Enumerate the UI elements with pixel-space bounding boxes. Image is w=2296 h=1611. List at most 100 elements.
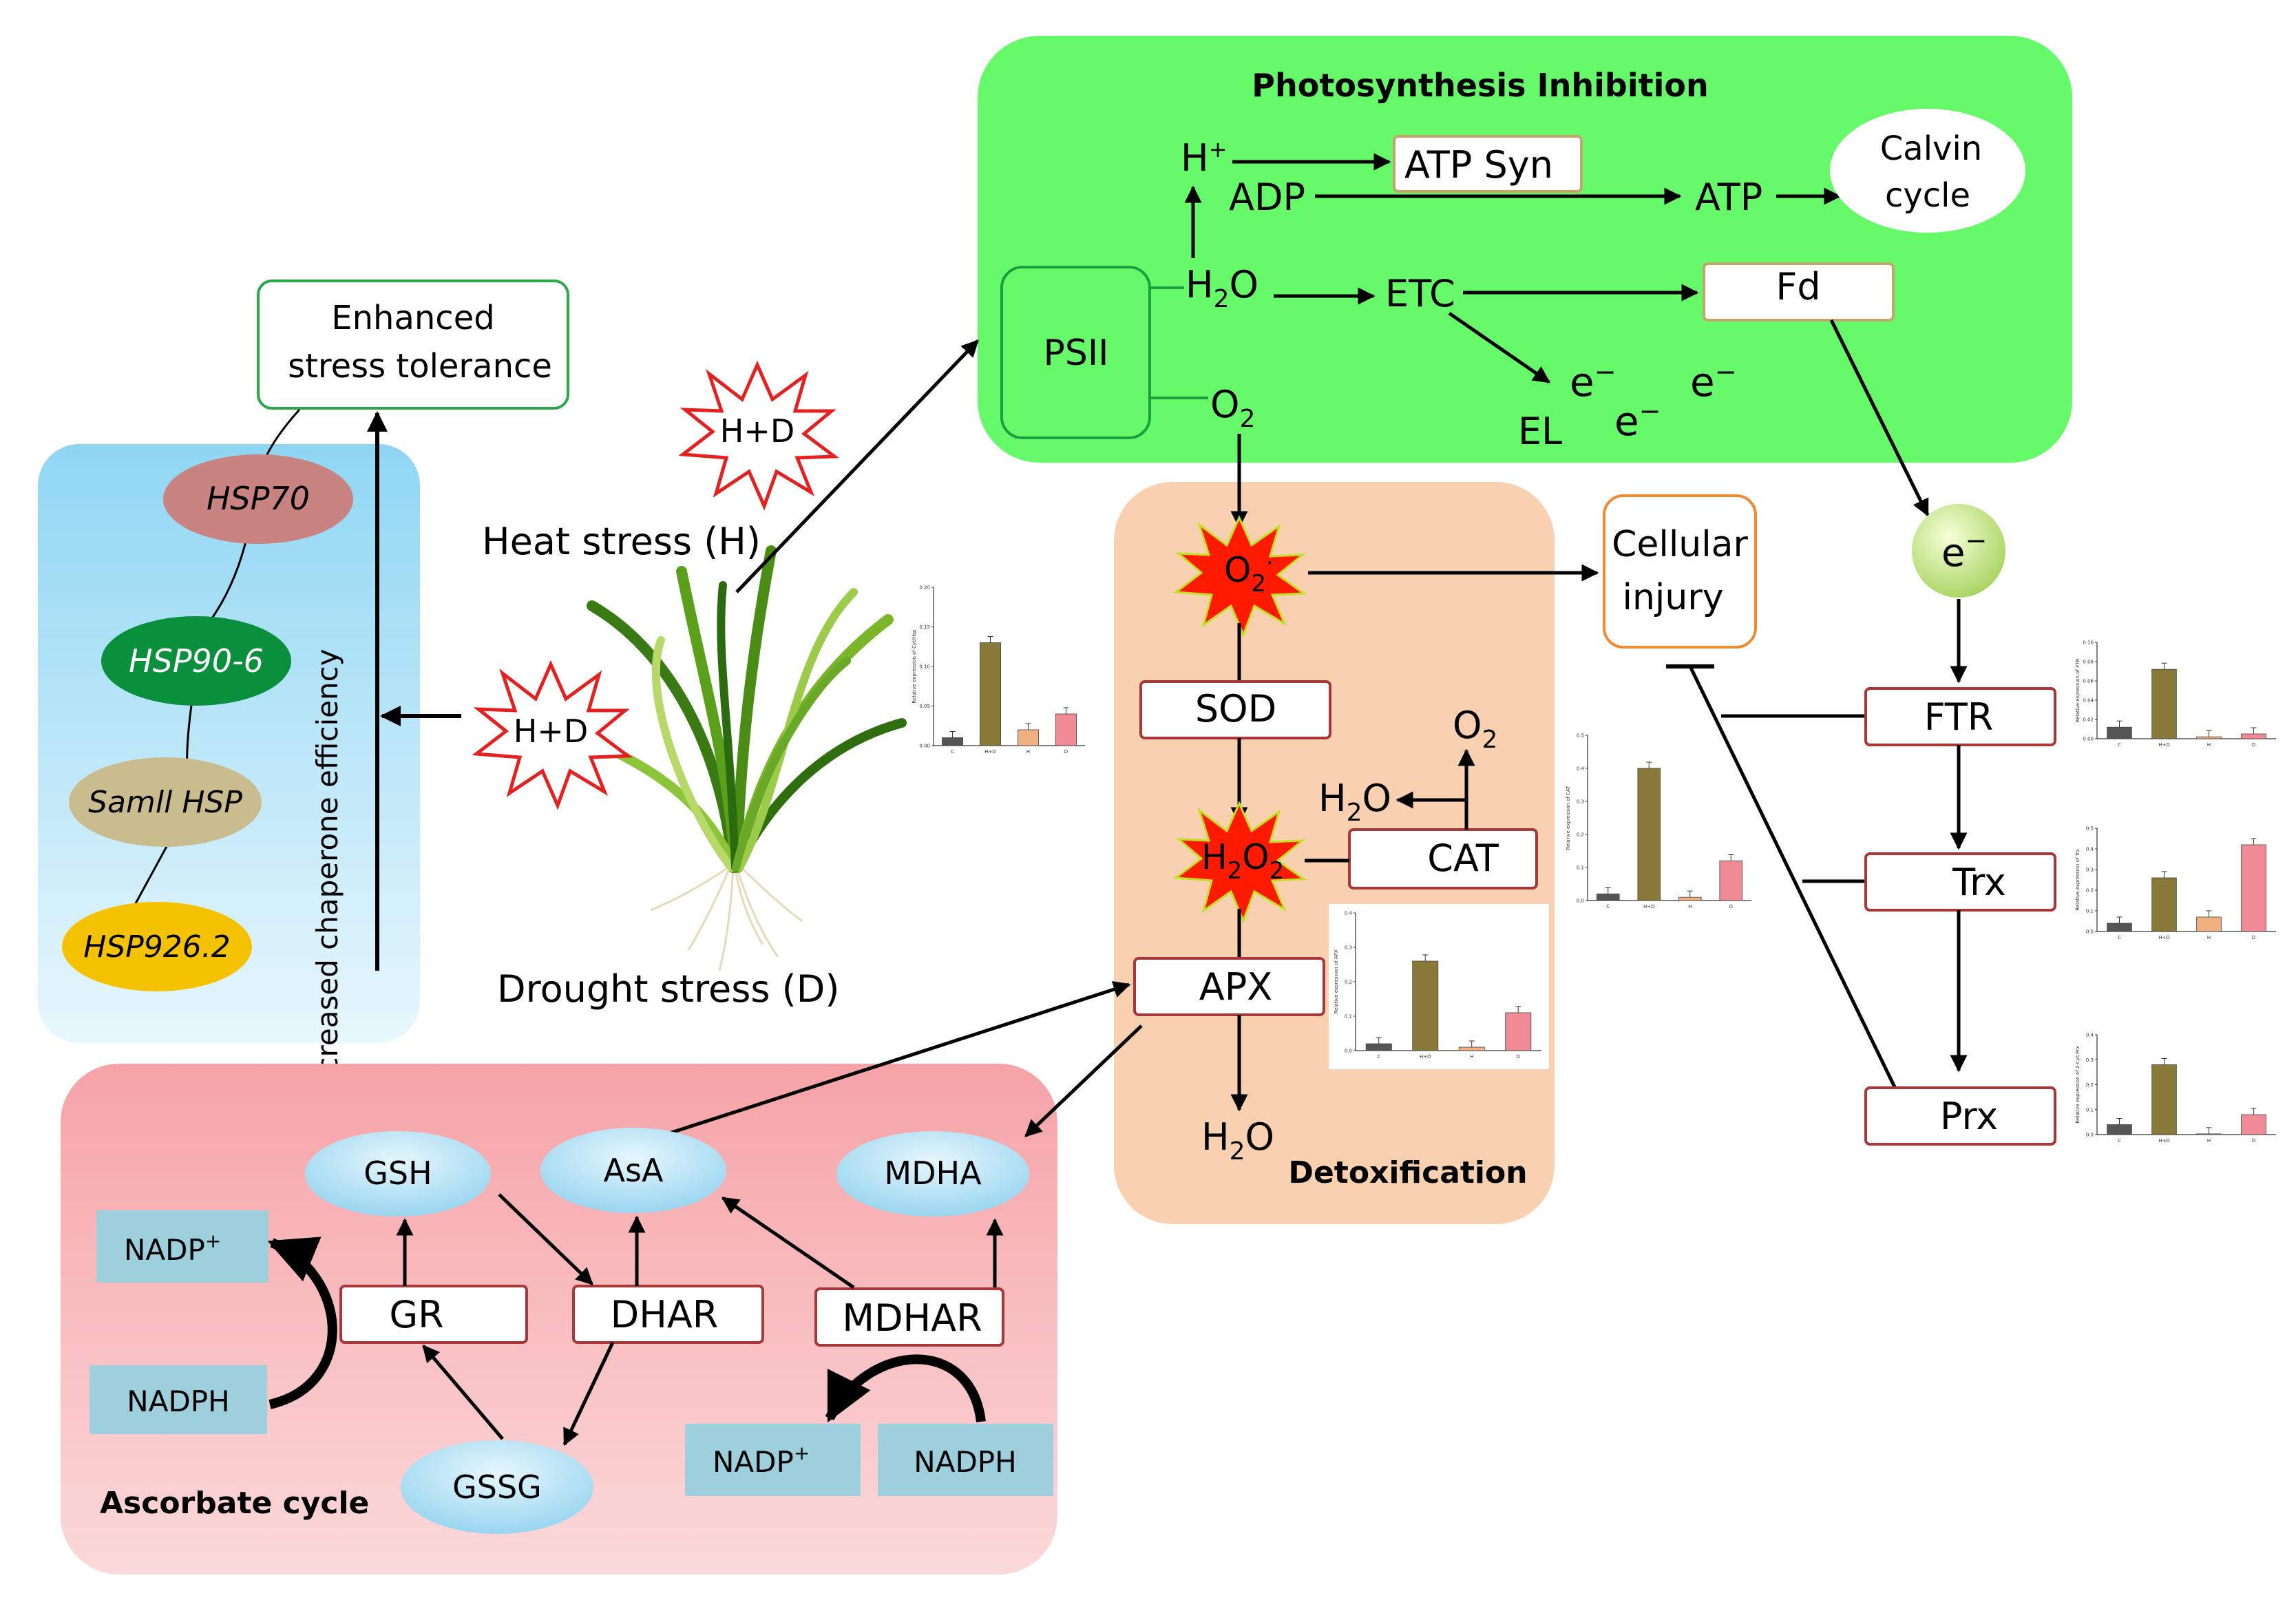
nadph-right — [878, 1424, 1053, 1496]
etc-to-el-arrow — [1448, 311, 1551, 384]
mini-chart-category-apx: D — [1517, 1054, 1520, 1060]
gssg-node — [401, 1440, 593, 1534]
mini-chart-bar-chaperone — [941, 737, 964, 746]
mini-chart-bar-ftr — [2241, 733, 2266, 739]
chaperone-panel — [38, 444, 420, 1043]
mini-chart-tick-label-trx: 0.3 — [2086, 867, 2094, 873]
mini-chart-bar-cat — [1596, 894, 1620, 901]
cellular-injury-box — [1603, 494, 1757, 649]
mini-chart-tick-label-chaperone: 0.10 — [919, 664, 930, 670]
cat-o2-label: O2 — [1453, 704, 1497, 754]
mini-chart-apx: Relative expression of APX0.00.10.20.30.… — [1329, 904, 1549, 1069]
mini-chart-category-cat: C — [1606, 904, 1610, 909]
mini-chart-tick-label-cat: 0.4 — [1577, 766, 1585, 772]
mini-chart-tick-label-ftr: 0.00 — [2083, 737, 2094, 742]
sod-label: SOD — [1195, 687, 1276, 730]
mdhar-box — [814, 1287, 1004, 1347]
fd-box — [1703, 262, 1895, 322]
mini-chart-category-ftr: H+D — [2158, 742, 2170, 748]
plant-illustration — [560, 545, 907, 971]
photo-o2-label: O2 — [1210, 383, 1255, 433]
mini-charts: Relative expression of Cyt/Hsp0.000.050.… — [912, 585, 2276, 1144]
mini-chart-bar-apx — [1365, 1043, 1392, 1051]
mini-chart-tick-label-cat: 0.5 — [1577, 733, 1584, 739]
mini-chart-tick-label-apx: 0.4 — [1345, 911, 1353, 916]
mdhar-nadph-cycle-arrow — [825, 1354, 986, 1423]
mini-chart-category-prx: H+D — [2158, 1138, 2170, 1144]
mini-chart-ftr: Relative expression of FTR0.000.020.040.… — [2075, 640, 2276, 748]
mini-chart-bar-apx — [1458, 1046, 1485, 1051]
atp-syn-label: ATP Syn — [1404, 143, 1553, 187]
dhar-to-gssg-arrow — [562, 1341, 615, 1446]
superoxide-label: O2· — [1224, 549, 1274, 598]
mini-chart-tick-label-cat: 0.1 — [1577, 865, 1584, 871]
mini-chart-prx: Relative expression of 2-Cys Prx0.00.10.… — [2075, 1033, 2276, 1144]
mini-chart-bar-ftr — [2196, 736, 2222, 739]
mini-chart-tick-label-ftr: 0.08 — [2083, 660, 2094, 665]
ascorbate-title: Ascorbate cycle — [100, 1486, 369, 1521]
inhibition-line — [1688, 665, 1899, 1093]
mini-chart-bar-prx — [2107, 1124, 2132, 1135]
mini-chart-bar-trx — [2196, 916, 2222, 932]
prx-box — [1864, 1086, 2056, 1146]
combo-burst-left — [472, 660, 633, 810]
chaperone-label: Increased chaperone efficiency — [310, 649, 344, 1099]
mini-chart-tick-label-apx: 0.1 — [1345, 1014, 1352, 1020]
photosynthesis-panel — [978, 36, 2072, 463]
mini-chart-ylabel-apx: Relative expression of APX — [1334, 949, 1339, 1013]
mini-chart-category-chaperone: H+D — [984, 749, 996, 755]
plant-to-photosynthesis-arrow — [735, 339, 979, 593]
superoxide-burst — [1172, 515, 1307, 638]
detoxification-title: Detoxification — [1288, 1155, 1527, 1190]
hsp90-6-node — [101, 616, 291, 706]
h2o2-burst — [1172, 801, 1307, 923]
asa-label: AsA — [604, 1152, 664, 1189]
prx-label: Prx — [1940, 1095, 1998, 1138]
atp-syn-box — [1393, 135, 1583, 193]
el-label: EL — [1518, 410, 1562, 453]
mini-chart-bar-cat — [1637, 768, 1661, 901]
mini-chart-tick-label-trx: 0.5 — [2086, 826, 2094, 832]
mini-chart-bar-trx — [2151, 877, 2177, 932]
mini-chart-ylabel-ftr: Relative expression of FTR — [2075, 659, 2081, 723]
mini-chart-category-chaperone: C — [951, 749, 954, 755]
mini-chart-bar-apx — [1412, 960, 1439, 1051]
sod-box — [1139, 680, 1331, 739]
drought-stress-label: Drought stress (D) — [497, 967, 839, 1011]
cat-label: CAT — [1427, 836, 1499, 880]
ftr-label: FTR — [1924, 695, 1994, 739]
mini-chart-category-ftr: D — [2252, 742, 2255, 748]
mini-chart-tick-label-chaperone: 0.15 — [919, 624, 930, 630]
hsp926-node — [62, 902, 252, 991]
trx-label: Trx — [1952, 861, 2006, 904]
enhanced-tolerance-box — [257, 280, 569, 410]
hsp-chain-line — [129, 408, 301, 913]
mini-chart-bar-cat — [1719, 861, 1743, 901]
mini-chart-bar-chaperone — [979, 642, 1002, 746]
gsh-to-dhar-arrow — [498, 1193, 593, 1285]
mini-chart-tick-label-cat: 0.0 — [1577, 898, 1584, 904]
mdhar-label: MDHAR — [842, 1296, 982, 1340]
calvin-cycle-node — [1830, 109, 2025, 233]
mini-chart-tick-label-prx: 0.1 — [2086, 1107, 2094, 1113]
mini-chart-tick-label-prx: 0.3 — [2086, 1057, 2094, 1063]
mini-chart-tick-label-prx: 0.4 — [2086, 1033, 2094, 1038]
nadph-left — [89, 1365, 267, 1434]
calvin-line1: Calvin — [1880, 129, 1982, 168]
combo-label-top: H+D — [720, 412, 795, 450]
mini-chart-category-prx: C — [2118, 1138, 2121, 1144]
dhar-box — [572, 1285, 764, 1344]
mini-chart-bar-ftr — [2107, 726, 2132, 739]
nadp-plus-left — [96, 1210, 268, 1283]
mini-chart-tick-label-trx: 0.4 — [2086, 847, 2094, 852]
mini-chart-ylabel-chaperone: Relative expression of Cyt/Hsp — [912, 629, 917, 703]
apx-h2o-label: H2O — [1201, 1115, 1274, 1166]
mini-chart-bar-prx — [2151, 1064, 2177, 1135]
mini-chart-category-prx: H — [2207, 1138, 2211, 1144]
h2o2-label: H2O2 — [1201, 837, 1284, 885]
mini-chart-trx: Relative expression of Trx0.00.10.20.30.… — [2075, 826, 2276, 940]
hsp926-label: HSP926.2 — [83, 929, 231, 965]
atp-label: ATP — [1695, 176, 1762, 219]
